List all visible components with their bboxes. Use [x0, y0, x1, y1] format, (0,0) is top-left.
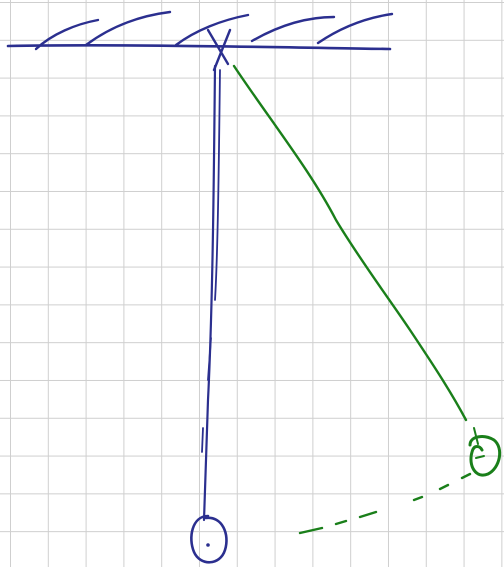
bob-center-dot — [206, 543, 210, 547]
ceiling-hatching — [34, 10, 394, 51]
pendulum-string-displaced — [232, 64, 468, 422]
hatch-mark — [316, 12, 394, 45]
hatch-mark — [250, 15, 336, 43]
pivot-mark — [206, 28, 232, 72]
pendulum-string-vertical — [201, 64, 221, 522]
hatch-mark — [34, 18, 100, 51]
pendulum-bob-displaced — [468, 427, 502, 477]
hatch-mark — [174, 13, 250, 47]
arc-path-dashed — [298, 472, 472, 535]
ceiling-line — [6, 44, 392, 51]
hatch-mark — [84, 10, 172, 47]
pendulum-bob-rest — [190, 514, 228, 564]
